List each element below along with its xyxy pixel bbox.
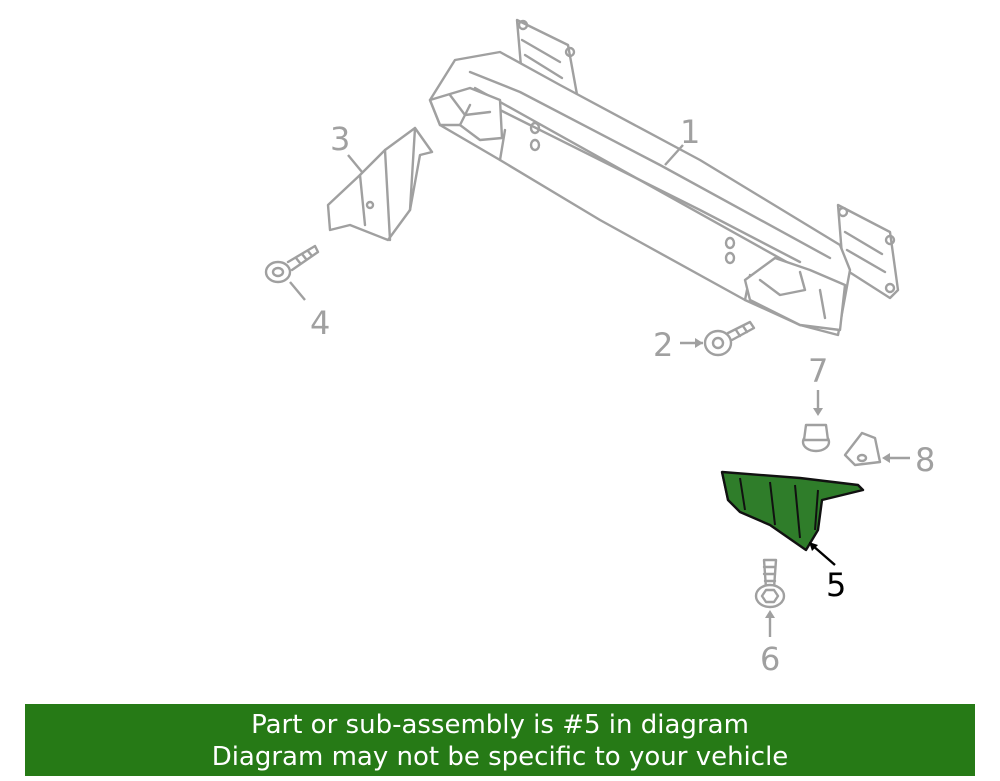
part-5-highlighted-bracket[interactable] (720, 470, 865, 552)
info-banner: Part or sub-assembly is #5 in diagram Di… (25, 704, 975, 776)
callout-8: 8 (915, 441, 935, 479)
callout-4: 4 (310, 304, 330, 342)
banner-line-2: Diagram may not be specific to your vehi… (211, 742, 789, 772)
part-8-clip-nut[interactable] (843, 431, 882, 467)
banner-line-1: Part or sub-assembly is #5 in diagram (251, 710, 749, 740)
parts-diagram: 1 3 4 2 7 8 5 (264, 18, 935, 678)
part-3-bracket[interactable] (326, 126, 434, 242)
callout-5: 5 (826, 566, 846, 604)
part-1-bumper-beam[interactable] (428, 18, 900, 337)
callout-6: 6 (760, 640, 780, 678)
callout-7: 7 (808, 352, 828, 390)
part-7-clip[interactable] (801, 423, 831, 453)
part-2-bolt[interactable] (703, 320, 756, 357)
part-6-bolt[interactable] (754, 558, 786, 609)
callout-3: 3 (330, 120, 350, 158)
callout-2: 2 (653, 326, 673, 364)
part-4-bolt[interactable] (264, 244, 320, 284)
callout-1: 1 (680, 113, 700, 151)
